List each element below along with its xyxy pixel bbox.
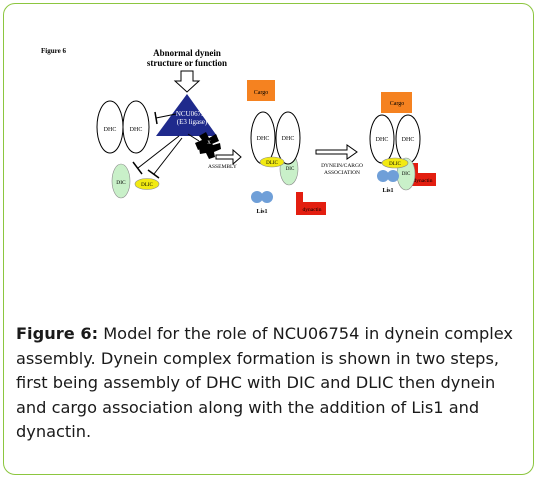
figure-caption: Figure 6: Model for the role of NCU06754… [16,322,526,445]
down-arrow-icon [173,70,201,93]
input-label-line2: structure or function [147,58,227,68]
dhc-right-2-label: DHC [402,137,415,143]
dlic-right [381,157,409,169]
degradation-label: X [207,141,211,146]
inhibition-arrow-icon [154,111,158,125]
step-arrow-icon [215,148,242,166]
dic-left-label: DIC [116,180,126,186]
lis1-middle-1 [251,191,263,203]
dlic-middle-label: DLIC [266,161,278,166]
degradation-x-icon [195,132,221,159]
figure-card: Figure 6 Abnormal dynein structure or fu… [3,3,534,475]
caption-label: Figure 6: [16,324,99,343]
dhc-left-2 [122,100,150,154]
ligase-label-line1: NCU06754 [176,110,209,118]
step1-label: ASSEMBLY [208,164,237,170]
ligase-triangle [156,94,217,136]
lis1-right-2 [387,170,399,182]
figure-label: Figure 6 [41,47,66,55]
dic-left [111,163,131,199]
diagram-svg: Figure 6 Abnormal dynein structure or fu… [41,47,436,215]
lis1-right-label: Lis1 [382,188,393,194]
input-label-line1: Abnormal dynein [153,48,221,58]
cargo-middle-label: Cargo [254,90,269,96]
cargo-middle [247,80,275,101]
dlic-right-label: DLIC [389,162,401,167]
dynactin-middle-label: dynactin [303,207,322,213]
step2-label-line2: ASSOCIATION [324,170,360,176]
dic-middle-label: DIC [286,167,295,172]
ligase-label-line2: (E3 ligase) [177,118,208,126]
figure-diagram: Figure 6 Abnormal dynein structure or fu… [4,4,533,304]
dhc-left-1-label: DHC [104,127,117,133]
dhc-middle-2-label: DHC [282,136,295,142]
dhc-left-2-label: DHC [130,127,143,133]
lis1-right-1 [377,170,389,182]
step2-label-line1: DYNEIN/CARGO [321,163,363,169]
step2-arrow-icon [315,144,358,160]
cargo-right [381,92,412,113]
lis1-middle-label: Lis1 [256,209,267,215]
dynactin-right-label: dynactin [414,178,433,184]
dhc-right-1-label: DHC [376,137,389,143]
dlic-left-label: DLIC [141,183,153,188]
caption-text: Model for the role of NCU06754 in dynein… [16,324,514,441]
inhibition-dlic-icon [147,169,160,179]
dhc-middle-1-label: DHC [257,136,270,142]
inhibition-dic-icon [132,161,143,175]
dynactin-right [409,163,436,186]
dhc-middle-2 [275,111,301,165]
dlic-middle [259,156,285,168]
lis1-middle-2 [261,191,273,203]
dic-right-label: DIC [402,172,411,177]
dlic-left [134,178,160,190]
cargo-right-label: Cargo [390,101,405,107]
dynactin-middle [296,192,326,215]
